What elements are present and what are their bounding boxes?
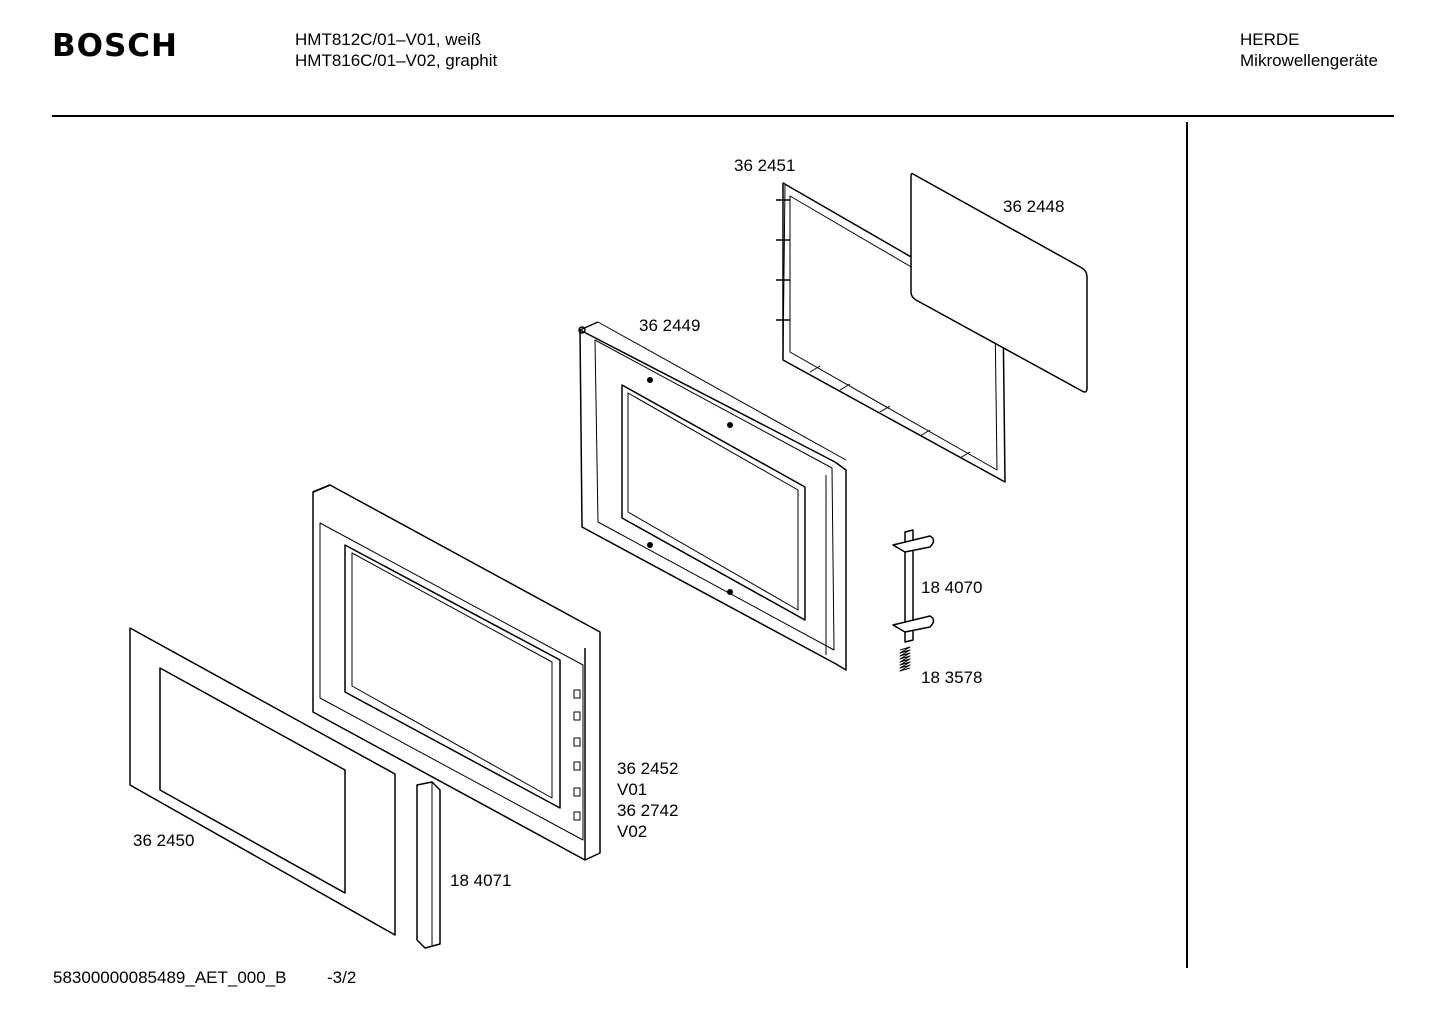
subcategory-label: Mikrowellengeräte bbox=[1240, 51, 1378, 70]
part-label-362448: 36 2448 bbox=[1003, 197, 1065, 216]
glass-panel-part bbox=[910, 172, 1088, 393]
model-line-1: HMT812C/01–V01, weiß bbox=[295, 30, 482, 49]
variant-label-v02: V02 bbox=[617, 822, 648, 841]
side-divider bbox=[1186, 122, 1188, 968]
model-line-2: HMT816C/01–V02, graphit bbox=[295, 51, 498, 70]
inner-door-frame-part bbox=[776, 182, 1006, 483]
part-label-362451: 36 2451 bbox=[734, 156, 796, 175]
part-label-362450: 36 2450 bbox=[133, 831, 195, 850]
variant-label-v01: V01 bbox=[617, 780, 648, 799]
part-label-184070: 18 4070 bbox=[921, 578, 983, 597]
document-id: 58300000085489_AET_000_B bbox=[53, 968, 287, 987]
bosch-logo: BOSCH bbox=[52, 28, 179, 64]
outer-door-frame-part bbox=[312, 484, 601, 861]
category-label: HERDE bbox=[1240, 30, 1300, 49]
front-panel-part bbox=[129, 627, 396, 936]
part-label-362452: 36 2452 bbox=[617, 759, 679, 778]
spring-part bbox=[899, 646, 911, 672]
side-trim-part bbox=[416, 781, 441, 949]
part-label-362742: 36 2742 bbox=[617, 801, 679, 820]
latch-part bbox=[892, 529, 935, 643]
part-label-362449: 36 2449 bbox=[639, 316, 701, 335]
part-label-184071: 18 4071 bbox=[450, 871, 512, 890]
door-frame-part bbox=[578, 321, 847, 671]
header-divider bbox=[52, 115, 1394, 117]
page-number: -3/2 bbox=[327, 968, 357, 987]
part-label-183578: 18 3578 bbox=[921, 668, 983, 687]
